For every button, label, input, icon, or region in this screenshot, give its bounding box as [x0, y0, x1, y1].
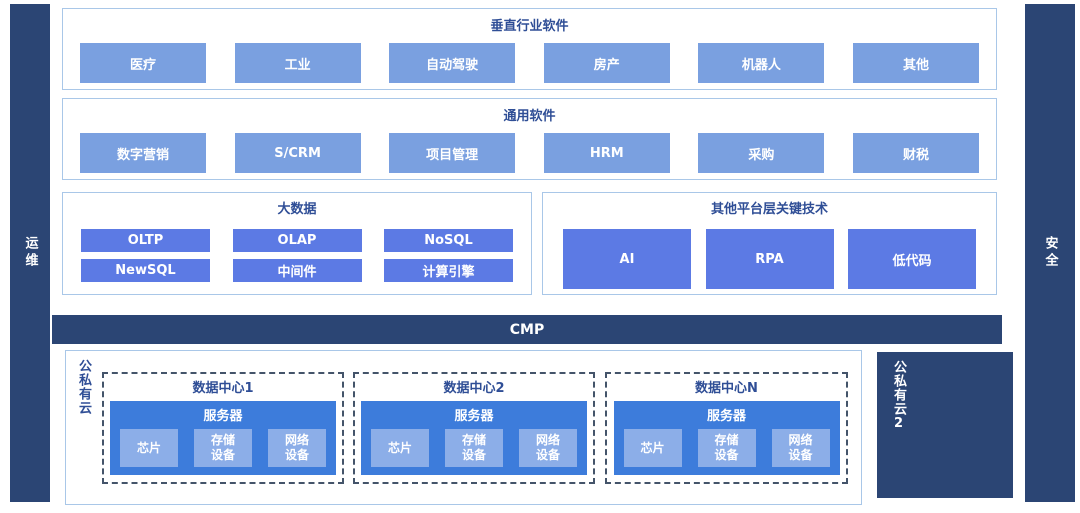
cloud2-box: 公私有云2: [877, 352, 1013, 498]
general-software-item: HRM: [543, 133, 670, 173]
component-box: 网络 设备: [519, 429, 577, 467]
big-data-item: NewSQL: [81, 259, 210, 282]
big-data-row-2: NewSQL 中间件 计算引擎: [81, 259, 513, 282]
section-title: 垂直行业软件: [490, 19, 569, 34]
platform-tech-item: 低代码: [848, 229, 976, 289]
component-box: 存储 设备: [194, 429, 252, 467]
server-box: 服务器 芯片 存储 设备 网络 设备: [110, 401, 336, 475]
big-data-item: 计算引擎: [384, 259, 513, 282]
security-sidebar: 安全: [1025, 4, 1075, 502]
datacenter-title: 数据中心N: [695, 381, 758, 396]
platform-tech-item: AI: [563, 229, 691, 289]
component-box: 网络 设备: [771, 429, 830, 467]
big-data-item: OLAP: [232, 229, 362, 252]
big-data-item: 中间件: [232, 259, 362, 282]
server-box: 服务器 芯片 存储 设备 网络 设备: [613, 401, 840, 475]
component-box: 芯片: [371, 429, 429, 467]
server-components: 芯片 存储 设备 网络 设备: [110, 429, 336, 467]
general-software-item: 财税: [852, 133, 979, 173]
component-box: 芯片: [623, 429, 682, 467]
big-data-item: OLTP: [81, 229, 210, 252]
platform-tech-item: RPA: [705, 229, 834, 289]
platform-tech-row: AI RPA 低代码: [563, 229, 976, 289]
server-title: 服务器: [706, 409, 746, 424]
section-vertical-industry: 垂直行业软件 医疗 工业 自动驾驶 房产 机器人 其他: [62, 8, 997, 90]
section-title: 大数据: [277, 202, 317, 217]
datacenter: 数据中心1 服务器 芯片 存储 设备 网络 设备: [102, 372, 344, 484]
server-title: 服务器: [203, 409, 243, 424]
section-cloud: 公私有云 数据中心1 服务器 芯片 存储 设备 网络 设备 数据中心2 服务器 …: [65, 350, 862, 505]
cmp-label: CMP: [509, 321, 545, 338]
server-box: 服务器 芯片 存储 设备 网络 设备: [361, 401, 587, 475]
general-software-item: 采购: [698, 133, 825, 173]
datacenter: 数据中心N 服务器 芯片 存储 设备 网络 设备: [605, 372, 848, 484]
vertical-industry-item: 其他: [852, 43, 979, 83]
section-general-software: 通用软件 数字营销 S/CRM 项目管理 HRM 采购 财税: [62, 98, 997, 180]
general-software-row: 数字营销 S/CRM 项目管理 HRM 采购 财税: [80, 133, 979, 173]
general-software-item: S/CRM: [234, 133, 361, 173]
component-box: 存储 设备: [445, 429, 503, 467]
component-box: 网络 设备: [268, 429, 326, 467]
big-data-item: NoSQL: [384, 229, 513, 252]
operations-sidebar: 运维: [10, 4, 50, 502]
section-title: 通用软件: [503, 109, 556, 124]
server-title: 服务器: [454, 409, 494, 424]
vertical-industry-item: 房产: [543, 43, 670, 83]
component-box: 芯片: [120, 429, 178, 467]
vertical-industry-item: 医疗: [80, 43, 206, 83]
section-platform-tech: 其他平台层关键技术 AI RPA 低代码: [542, 192, 997, 295]
vertical-industry-item: 工业: [234, 43, 361, 83]
general-software-item: 数字营销: [80, 133, 206, 173]
server-components: 芯片 存储 设备 网络 设备: [361, 429, 587, 467]
component-box: 存储 设备: [697, 429, 756, 467]
section-big-data: 大数据 OLTP OLAP NoSQL NewSQL 中间件 计算引擎: [62, 192, 532, 295]
datacenter-title: 数据中心2: [443, 381, 505, 396]
cmp-bar: CMP: [52, 315, 1002, 344]
general-software-item: 项目管理: [389, 133, 516, 173]
big-data-row-1: OLTP OLAP NoSQL: [81, 229, 513, 252]
section-title: 其他平台层关键技术: [710, 202, 828, 217]
server-components: 芯片 存储 设备 网络 设备: [614, 429, 840, 467]
operations-label: 运维: [22, 236, 38, 270]
cloud-label: 公私有云: [76, 359, 91, 415]
vertical-industry-item: 机器人: [698, 43, 825, 83]
security-label: 安全: [1042, 236, 1058, 270]
vertical-industry-item: 自动驾驶: [389, 43, 516, 83]
cloud2-label: 公私有云2: [891, 360, 906, 432]
datacenter-title: 数据中心1: [192, 381, 254, 396]
vertical-industry-row: 医疗 工业 自动驾驶 房产 机器人 其他: [80, 43, 979, 83]
datacenter: 数据中心2 服务器 芯片 存储 设备 网络 设备: [353, 372, 595, 484]
